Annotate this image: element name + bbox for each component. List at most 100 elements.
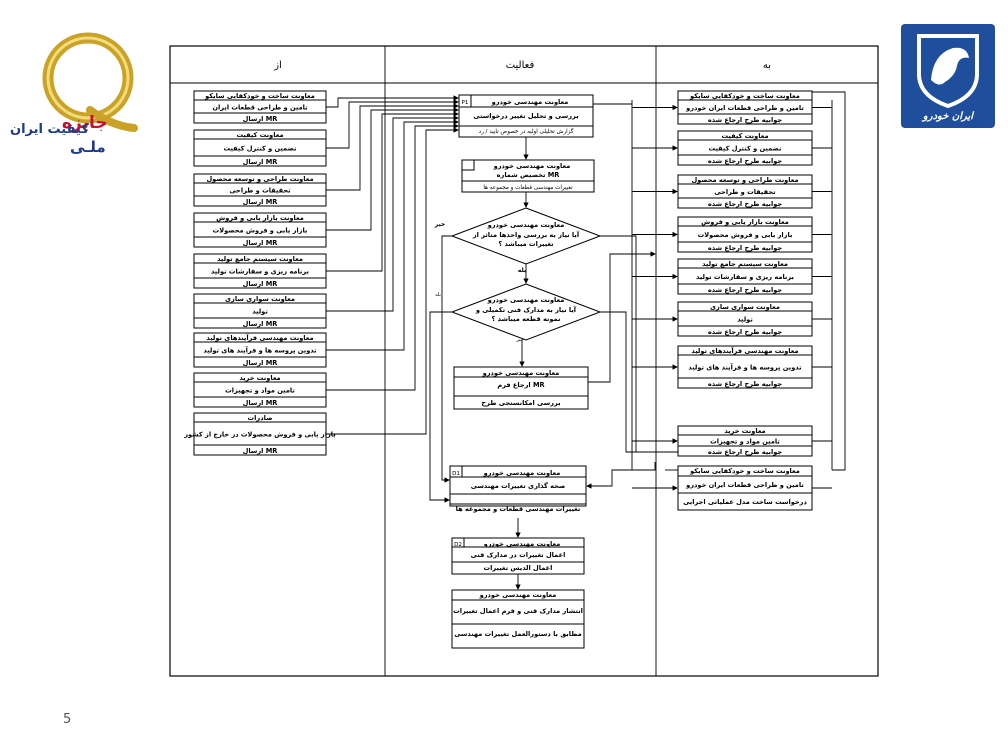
from-task-6: تولید [252,308,268,316]
to-box-8 [677,425,813,457]
to-action-3: جوابیه طرح ارجاع شده [708,200,782,208]
from-connector-9 [326,127,459,435]
from-task-4: بازار یابی و فروش محصولات [213,227,308,235]
iran-khodro-logo [897,22,999,132]
to-task-3: تحقیقات و طراحی [714,188,775,196]
to-task-2: تضمین و کنترل کیفیت [709,145,782,153]
from-box-8 [193,372,327,408]
to-box-5 [677,258,813,295]
to-box-1 [677,90,813,125]
from-action-8: ارسال MR [243,399,278,407]
to-box-last [677,465,813,511]
from-connector-2 [326,99,459,149]
p1-note: گزارش تحلیلی اولیه در خصوص تایید / رد [479,127,574,135]
dec1-title: معاونت مهندسی خودرو [487,221,565,229]
to-action-1: جوابیه طرح ارجاع شده [708,116,782,124]
from-action-1: ارسال MR [243,115,278,123]
d1-code: D1 [452,471,460,477]
d2-code: D2 [454,542,462,548]
from-task-1: تامین و طراحی قطعات ایران [212,104,307,112]
to-task-7: تدوین پروسه ها و فرآیند های تولید [688,363,801,372]
to-box-4 [677,216,813,253]
from-connector-3 [326,103,459,191]
header-from: از [273,60,282,71]
to-dept-2: معاونت کیفیت [721,132,768,140]
to-action-7: جوابیه طرح ارجاع شده [708,380,782,388]
from-action-7: ارسال MR [243,359,278,367]
dec1-no-label: خیر [434,221,446,228]
d1-box [449,465,587,507]
dec2-no-label: خیر [515,337,523,343]
to-task-6: تولید [737,316,753,324]
final-task: انتشار مدارک فنی و فرم اعمال تغییرات [453,607,583,615]
to-action-6: جوابیه طرح ارجاع شده [708,328,782,336]
award-word-jayezeh: جایزه [62,113,108,133]
to-last-action: درخواست ساخت مدل عملیاتی اجرایی [683,498,807,506]
refer-mr-box [453,366,589,410]
dec1-no-route [441,235,452,483]
from-task-7: تدوین پروسه ها و فرآیند های تولید [203,346,316,355]
dec1-question-1: آیا نیاز به بررسی واحدها متاثر از [472,230,580,239]
from-action-2: ارسال MR [243,158,278,166]
from-task-9: بازار یابی و فروش محصولات در خارج از کشو… [183,431,335,439]
from-connector-4 [326,107,459,231]
to-last-task: تامین و طراحی قطعات ایران خودرو [685,481,804,489]
dec1-right-route [600,235,637,452]
to-action-5: جوابیه طرح ارجاع شده [708,286,782,294]
from-task-8: تامین مواد و تجهیزات [225,387,295,395]
final-note: مطابق با دستورالعمل تغییرات مهندسی [454,630,581,638]
page-number: 5 [63,712,72,727]
to-dept-1: معاونت ساخت و خودکفایی سایکو [689,92,800,100]
from-box-5 [193,253,327,289]
d1-note: تغییرات مهندسی قطعات و مجموعه ها [456,505,581,513]
award-word-melli: ملـی [70,138,106,156]
to-return-route [586,462,656,489]
from-dept-2: معاونت کیفیت [236,131,283,139]
brand-wordmark: ایران خودرو [922,111,974,122]
to-action-4: جوابیه طرح ارجاع شده [708,244,782,252]
to-box-2 [677,130,813,166]
decision-2-diamond [450,283,602,341]
to-dept-3: معاونت طراحی و توسعه محصول [691,176,798,184]
horse-shield-icon [901,24,995,128]
dec2-title: معاونت مهندسی خودرو [487,296,565,304]
from-box-7 [193,332,327,368]
from-box-6 [193,293,327,329]
dec1-question-2: تغییرات میباشد ؟ [498,240,553,248]
to-task-5: برنامه ریزی و سفارشات تولید [696,273,794,281]
to-box-3 [677,174,813,209]
refer-title: معاونت مهندسی خودرو [482,369,560,377]
from-box-3 [193,173,327,207]
to-task-8: تامین مواد و تجهیزات [710,438,780,446]
d2-box [451,537,585,575]
d1-task: صحه گذاری تغییرات مهندسی [471,482,565,490]
dec2-yes-route [429,311,452,503]
mr-task: تخصیص شماره MR [497,171,560,179]
d2-task: اعمال تغییرات در مدارک فنی [471,551,566,559]
dec2-yes-label: بله [435,292,441,298]
to-task-4: بازار یابی و فروش محصولات [698,231,793,239]
to-task-1: تامین و طراحی قطعات ایران خودرو [685,104,804,112]
to-action-2: جوابیه طرح ارجاع شده [708,157,782,165]
from-task-2: تضمین و کنترل کیفیت [224,145,297,153]
from-dept-7: معاونت مهندسی فرآیندهای تولید [206,333,313,342]
to-dept-8: معاونت خرید [724,427,765,435]
from-dept-4: معاونت بازار یابی و فروش [216,214,304,222]
d2-title: معاونت مهندسی خودرو [483,540,561,548]
from-action-3: ارسال MR [243,198,278,206]
from-connector-8 [326,123,459,391]
final-publish-box [451,589,585,649]
dec2-question-2: نمونه قطعه میباشد ؟ [492,315,561,323]
refer-out-route [588,251,656,383]
header-to: به [763,60,771,71]
quality-award-emblem-icon [42,32,138,132]
from-connector-7 [326,119,459,351]
final-title: معاونت مهندسی خودرو [479,591,557,599]
from-task-5: برنامه ریزی و سفارشات تولید [211,268,309,276]
from-task-3: تحقیقات و طراحی [229,187,290,195]
mr-note: تغییرات مهندسی قطعات و مجموعه ها [483,185,573,191]
refer-task: ارجاع فرم MR [497,381,544,389]
to-dept-6: معاونت سواری سازی [710,303,780,311]
from-action-5: ارسال MR [243,280,278,288]
to-dept-5: معاونت سیستم جامع تولید [702,260,788,268]
